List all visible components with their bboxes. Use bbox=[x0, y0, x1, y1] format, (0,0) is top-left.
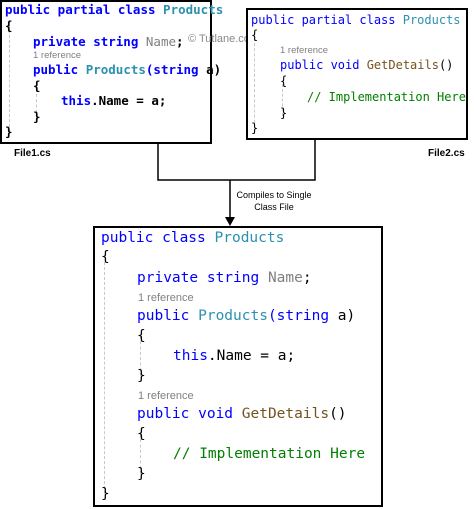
merged-line-inner-open-2: { bbox=[137, 426, 146, 442]
file1-line-inner-close: } bbox=[33, 109, 41, 124]
merged-class-code-box: public class Products { private string N… bbox=[93, 226, 383, 507]
merged-reference-hint-2: 1 reference bbox=[138, 390, 194, 402]
file1-line-assign: this.Name = a; bbox=[61, 93, 167, 108]
merged-line-method: public void GetDetails() bbox=[137, 406, 347, 422]
merged-line-inner-close-1: } bbox=[137, 368, 146, 384]
file2-filename-label: File2.cs bbox=[428, 148, 465, 159]
merged-line-open: { bbox=[101, 249, 110, 265]
file2-line-method: public void GetDetails() bbox=[280, 58, 454, 72]
file1-reference-hint: 1 reference bbox=[33, 50, 82, 61]
file1-line-inner-open: { bbox=[33, 78, 41, 93]
merged-line-comment: // Implementation Here bbox=[173, 446, 366, 462]
file2-line-open: { bbox=[251, 28, 259, 42]
file2-line-close: } bbox=[251, 121, 259, 135]
merged-line-ctor: public Products(string a) bbox=[137, 308, 356, 324]
file1-line-ctor: public Products(string a) bbox=[33, 62, 222, 77]
file1-filename-label: File1.cs bbox=[14, 148, 51, 159]
file2-line-inner-close: } bbox=[280, 106, 288, 120]
file2-line-comment: // Implementation Here bbox=[307, 90, 466, 104]
file1-line-field: private string Name; bbox=[33, 34, 184, 49]
file2-reference-hint: 1 reference bbox=[280, 45, 329, 56]
file1-line-header: public partial class Products bbox=[5, 2, 224, 17]
compile-caption: Compiles to Single Class File bbox=[236, 190, 312, 212]
merged-line-field: private string Name; bbox=[137, 270, 312, 286]
merged-reference-hint-1: 1 reference bbox=[138, 292, 194, 304]
file1-line-close: } bbox=[5, 124, 13, 139]
merged-line-assign: this.Name = a; bbox=[173, 348, 296, 364]
file1-line-open: { bbox=[5, 18, 13, 33]
merged-line-inner-open-1: { bbox=[137, 328, 146, 344]
file2-code-box: public partial class Products { 1 refere… bbox=[246, 8, 468, 140]
merged-line-header: public class Products bbox=[101, 230, 285, 246]
merged-line-close: } bbox=[101, 486, 110, 502]
file2-line-inner-open: { bbox=[280, 74, 288, 88]
file2-line-header: public partial class Products bbox=[251, 13, 461, 27]
watermark: © Tutlane.com bbox=[188, 33, 260, 45]
file1-code-box: public partial class Products { private … bbox=[0, 0, 223, 144]
merged-line-inner-close-2: } bbox=[137, 466, 146, 482]
